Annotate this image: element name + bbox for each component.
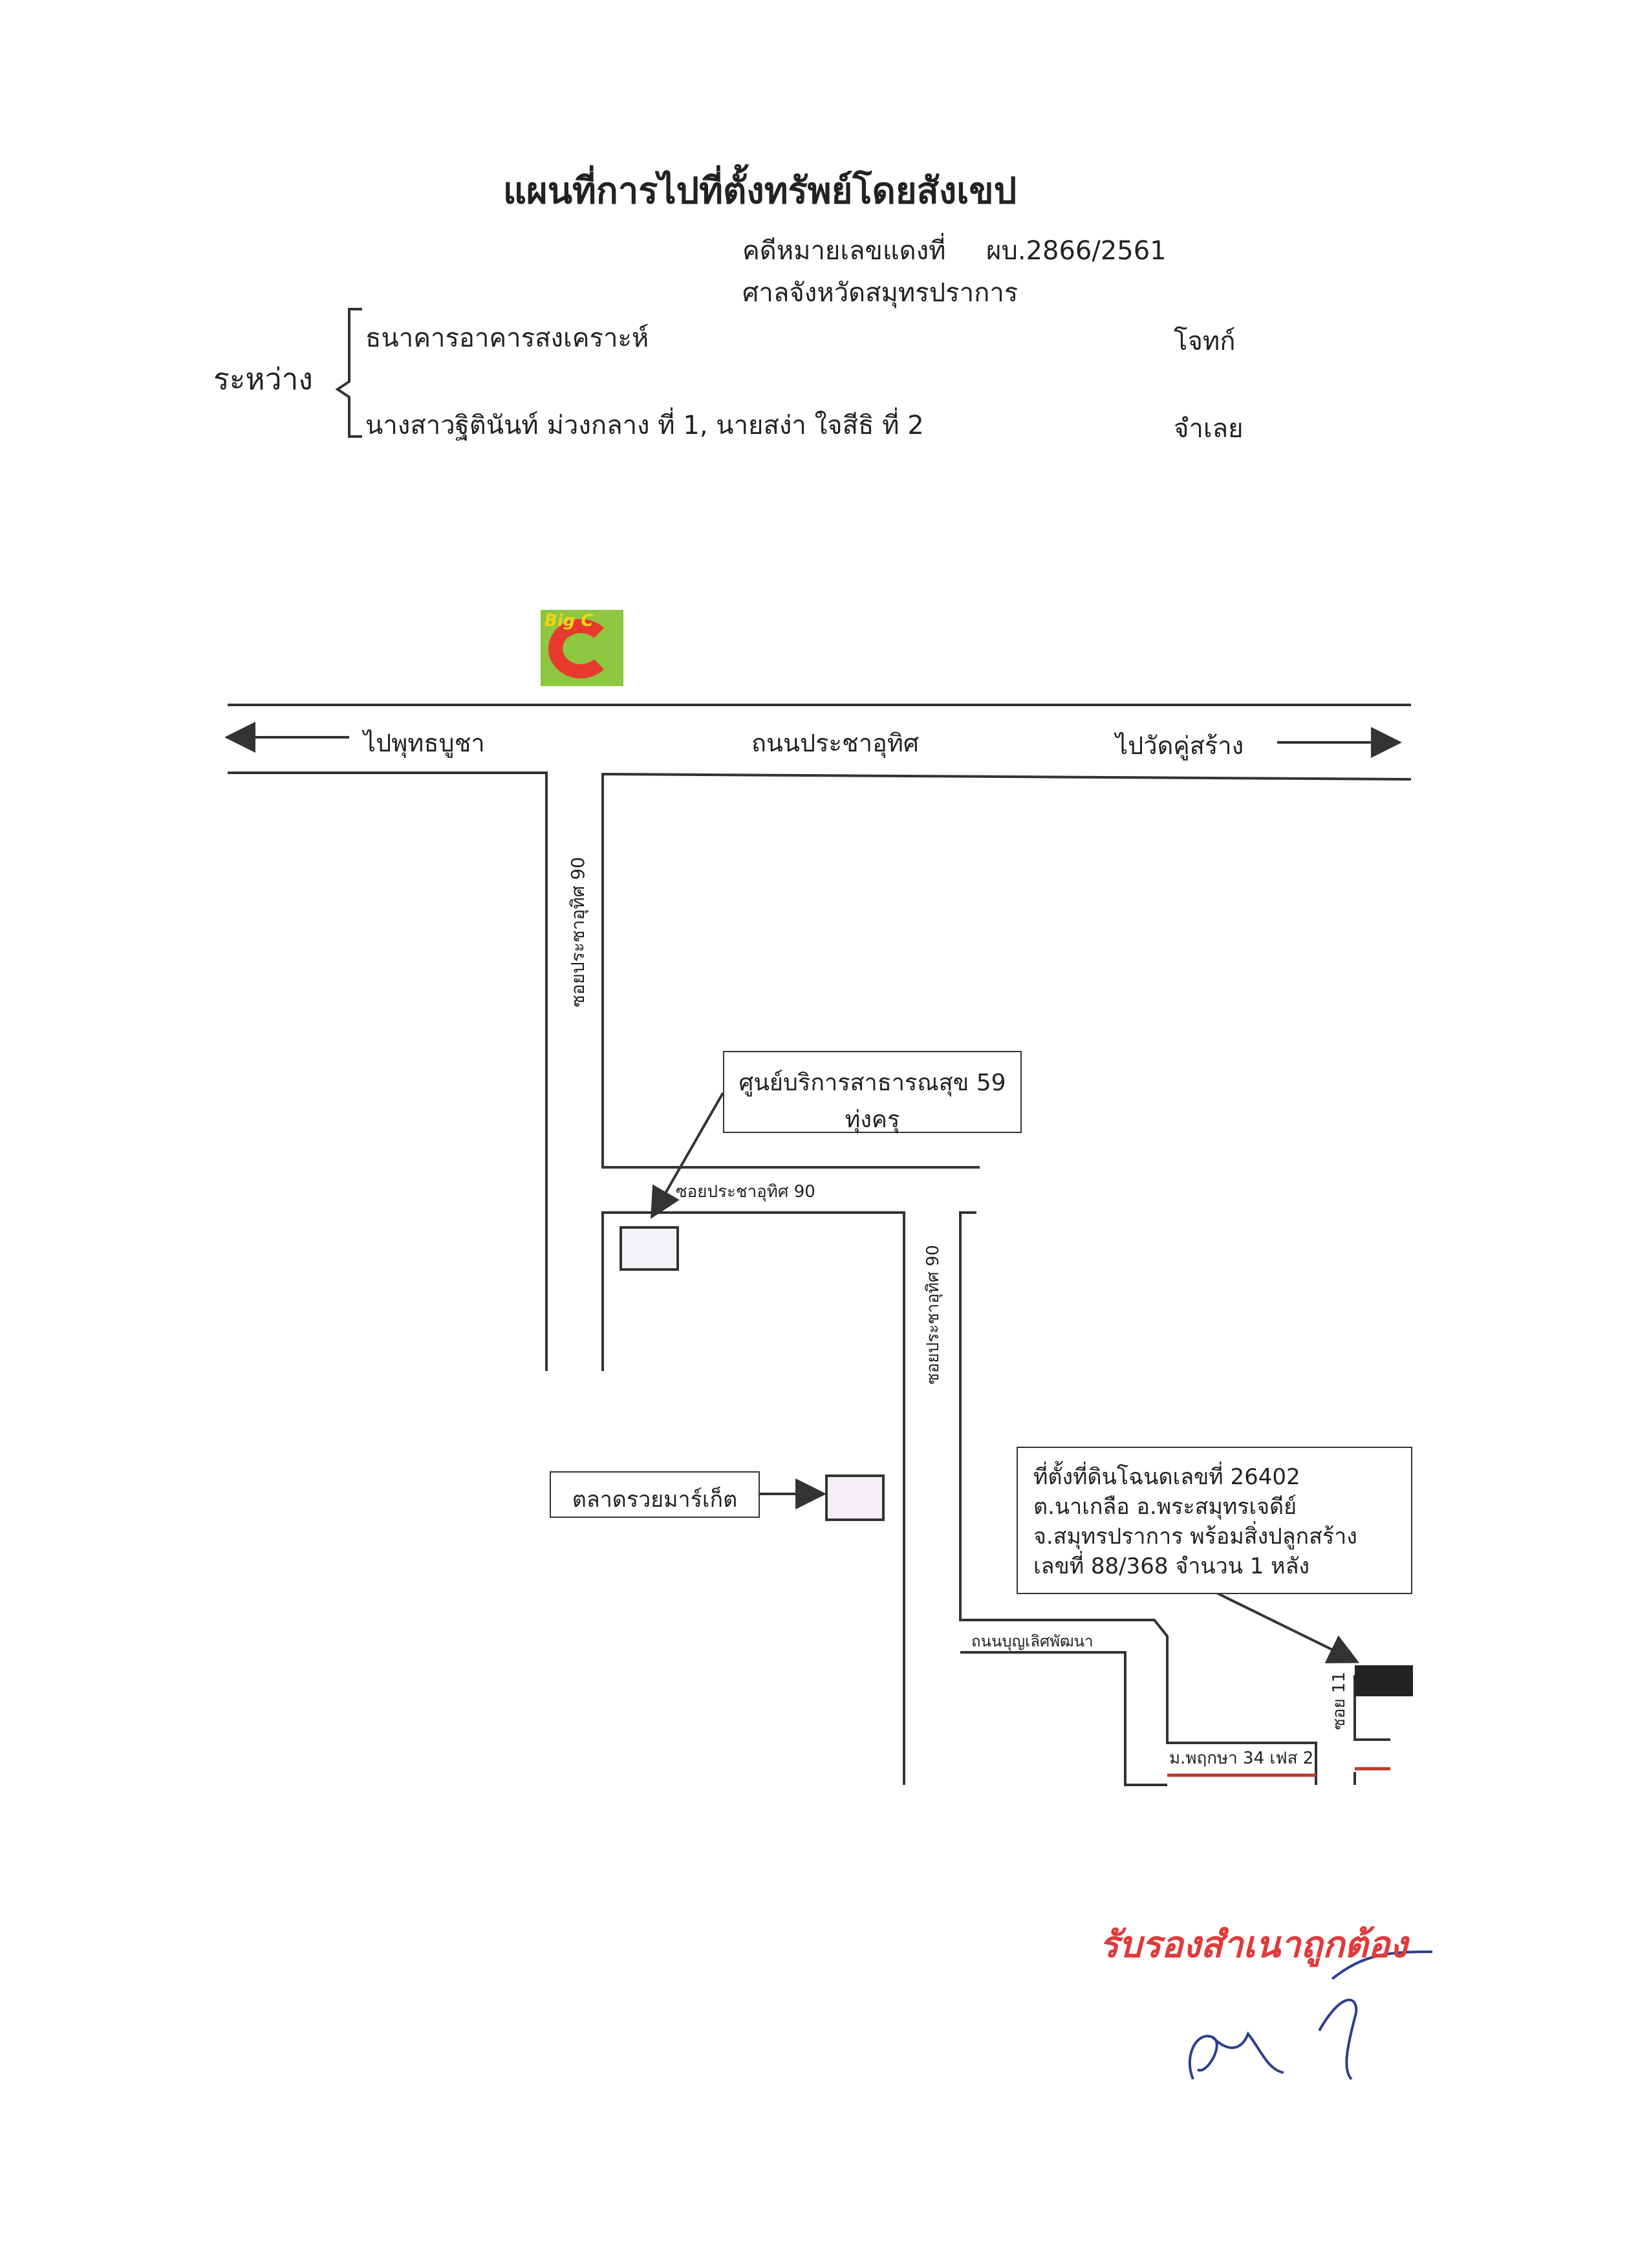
property-line-2: ต.นาเกลือ อ.พระสมุทรเจดีย์ [1033,1494,1297,1520]
plaintiff-role: โจทก์ [1174,327,1236,356]
main-road-left-edge [228,772,548,1371]
between-label: ระหว่าง [213,362,313,396]
soi90-lower-block [601,1211,905,1785]
property-line-1: ที่ตั้งที่ดินโฉนดเลขที่ 26402 [1033,1464,1300,1490]
party-bracket [335,308,362,438]
left-direction-label: ไปพุทธบูชา [363,729,485,757]
plaintiff-name: ธนาคารอาคารสงเคราะห์ [365,323,649,353]
market-box: ตลาดรวยมาร์เก็ต [550,1471,760,1518]
property-box: ที่ตั้งที่ดินโฉนดเลขที่ 26402 ต.นาเกลือ … [1017,1447,1412,1594]
case-label: คดีหมายเลขแดงที่ [742,236,946,266]
health-center-pointer [651,1092,724,1219]
certification-stamp: รับรองสำเนาถูกต้อง [1099,1924,1408,1966]
health-center-building [620,1226,679,1271]
main-road-name: ถนนประชาอุทิศ [751,729,920,757]
right-direction-label: ไปวัดคู่สร้าง [1116,731,1244,760]
defendant-name: นางสาวฐิตินันท์ ม่วงกลาง ที่ 1, นายสง่า … [365,411,924,440]
soi11-edge-top [1353,1675,1390,1741]
defendant-role: จำเลย [1174,414,1244,444]
soi-vertical-1-label: ซอยประชาอุทิศ 90 [567,857,588,1008]
market-label: ตลาดรวยมาร์เก็ต [572,1487,738,1513]
case-number: ผบ.2866/2561 [986,236,1167,266]
bigc-logo: Big C [541,610,623,686]
soi-horizontal-label: ซอยประชาอุทิศ 90 [676,1182,815,1202]
property-pointer [1212,1590,1360,1663]
boonlert-road-edge [960,1651,1167,1786]
signature [1188,1950,1433,2080]
health-center-line-2: ทุ่งครุ [845,1107,900,1133]
property-line-4: เลขที่ 88/368 จำนวน 1 หลัง [1033,1553,1310,1579]
soi90-right-edge [601,772,1412,1169]
village-label: ม.พฤกษา 34 เฟส 2 [1169,1749,1314,1768]
court-name: ศาลจังหวัดสมุทรปราการ [742,278,1018,308]
soi-11-label: ซอย 11 [1330,1672,1349,1730]
soi-vertical-2-label: ซอยประชาอุทิศ 90 [923,1245,943,1385]
property-building [1355,1665,1413,1696]
health-center-line-1: ศูนย์บริการสาธารณสุข 59 [738,1070,1006,1096]
property-line-3: จ.สมุทรปราการ พร้อมสิ่งปลูกสร้าง [1033,1524,1357,1550]
market-building [825,1474,885,1521]
boonlert-road-label: ถนนบุญเลิศพัฒนา [971,1632,1094,1650]
bigc-logo-text: Big C [544,611,594,631]
health-center-box: ศูนย์บริการสาธารณสุข 59 ทุ่งครุ [723,1051,1022,1133]
soi90-second-edge [959,1211,1317,1785]
page-title: แผนที่การไปที่ตั้งทรัพย์โดยสังเขป [502,170,1017,212]
